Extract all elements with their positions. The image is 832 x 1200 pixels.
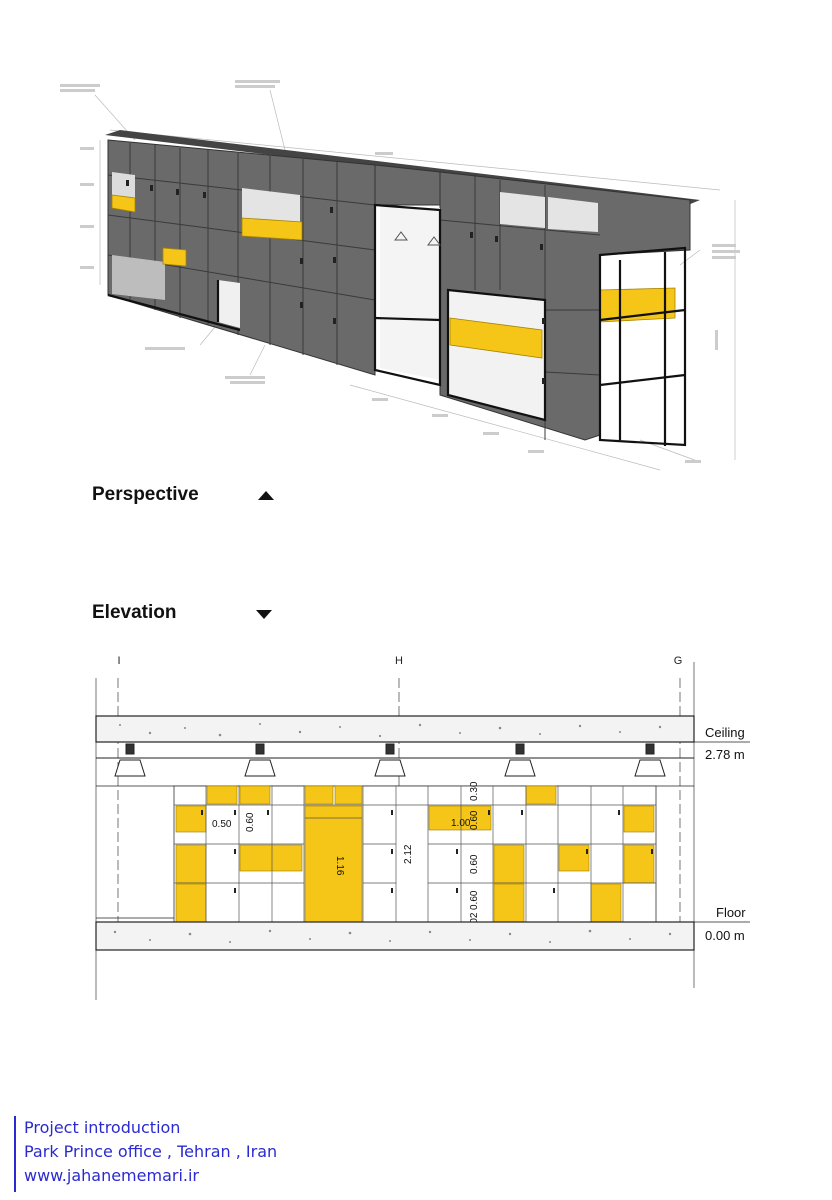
lamp-icon: [374, 743, 406, 777]
yellow-panels: [175, 785, 655, 923]
floor-level: 0.00 m: [705, 928, 745, 943]
dim-label: 0.50: [212, 819, 232, 830]
dim-label: 0.60: [245, 812, 256, 832]
gridline-label: H: [395, 655, 403, 667]
door-handles: [126, 180, 545, 384]
lamp-icon: [504, 743, 536, 777]
lamp-icon: [244, 743, 276, 777]
steel-frames: [107, 203, 687, 447]
wardrobe-opening: [380, 205, 440, 380]
project-intro-line: Project introduction: [24, 1118, 181, 1137]
project-location-line: Park Prince office , Tehran , Iran: [24, 1142, 278, 1161]
dim-label: 0.60: [469, 810, 480, 830]
pendant-lamps: [114, 743, 666, 777]
annotation-text-marks: [60, 80, 740, 463]
floor-slab: [95, 921, 695, 951]
floor-hatch: [113, 929, 672, 943]
dim-label: 0.30: [469, 781, 480, 801]
dim-label: 0.60: [469, 854, 480, 874]
triangle-up-icon: [258, 491, 274, 500]
locker-grid: [174, 786, 656, 922]
dim-label: 0.60: [469, 890, 480, 910]
ceiling-label: Ceiling: [705, 725, 745, 740]
lamp-icon: [114, 743, 146, 777]
website-link[interactable]: www.jahanememari.ir: [24, 1166, 200, 1185]
project-credits: Project introduction Park Prince office …: [14, 1116, 316, 1192]
hangers: [394, 231, 441, 246]
elevation-caption: Elevation: [92, 602, 177, 623]
niche: [548, 197, 598, 232]
dim-label: 1.00: [451, 818, 471, 829]
triangle-down-icon: [256, 610, 272, 619]
cabinet-mid-top: [374, 164, 441, 206]
niche: [112, 255, 165, 300]
ceiling-hatch: [119, 723, 662, 738]
ceiling-slab: [95, 715, 695, 743]
ceiling-level: 2.78 m: [705, 747, 745, 762]
niche: [218, 280, 240, 328]
cabinet-left-block: [107, 139, 376, 376]
perspective-caption: Perspective: [92, 484, 199, 505]
dim-label: 2.12: [403, 844, 414, 864]
gridline-label: I: [117, 655, 120, 667]
elevation-drawing: I H G Ceiling 2.78 m: [95, 655, 750, 1000]
floor-label: Floor: [716, 905, 746, 920]
locker-handles: [201, 810, 653, 893]
niche: [500, 192, 545, 228]
annotation-leaders: [94, 89, 736, 471]
perspective-drawing: [60, 80, 740, 471]
gridline-label: G: [674, 655, 683, 667]
dim-label: 1.16: [334, 856, 345, 876]
lamp-icon: [634, 743, 666, 777]
